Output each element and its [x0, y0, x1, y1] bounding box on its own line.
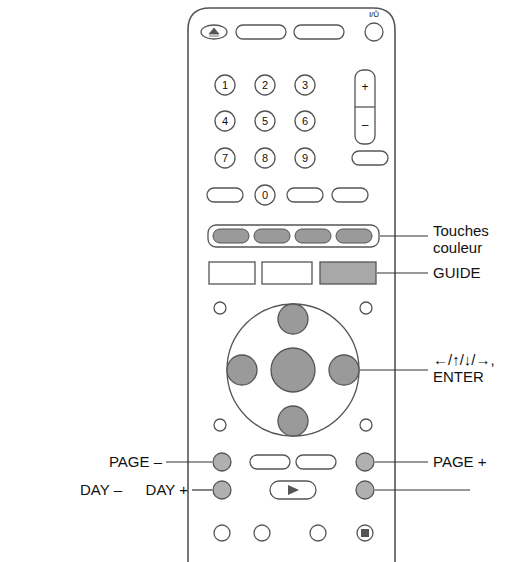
volume-rocker [355, 70, 375, 144]
leader-line [192, 489, 212, 490]
arrow-button [278, 406, 308, 436]
pause-button [254, 525, 270, 541]
stop-icon [361, 529, 369, 537]
oval-button [296, 455, 336, 469]
color-button [254, 229, 290, 243]
small-button [214, 302, 226, 314]
day-plus-button [356, 481, 374, 499]
number-buttons [207, 70, 388, 205]
leader-line [377, 272, 428, 273]
number-button [215, 75, 235, 95]
oval-button [352, 151, 388, 165]
rocker-sign: + [361, 81, 368, 95]
page-minus-button [213, 453, 231, 471]
rocker-divider [355, 106, 375, 107]
number-button [295, 148, 315, 168]
leader-line [375, 461, 428, 462]
number-button [255, 185, 275, 205]
guide-button [320, 262, 376, 284]
callout-label: PAGE – [109, 453, 162, 470]
small-button [360, 419, 372, 431]
enter-button [271, 348, 315, 392]
remote-body [188, 8, 395, 562]
button-digit: 1 [222, 79, 228, 92]
color-button [336, 229, 372, 243]
navigation-pad [214, 302, 372, 436]
day-minus-button [213, 481, 231, 499]
play-icon [288, 485, 299, 495]
callout-label: GUIDE [433, 264, 481, 281]
color-buttons [208, 225, 379, 247]
leader-line [166, 461, 212, 462]
leader-line [375, 489, 470, 490]
button-digit: 8 [262, 152, 268, 165]
joystick-ring [227, 304, 359, 436]
callout-label: DAY + [146, 481, 188, 498]
oval-button [287, 188, 323, 202]
color-button-frame [208, 225, 379, 247]
button-digit: 3 [302, 79, 308, 92]
power-mark: I/Ů [369, 10, 379, 19]
oval-button [207, 188, 243, 202]
button-digit: 7 [222, 152, 228, 165]
number-button [295, 75, 315, 95]
stop-button [357, 525, 373, 541]
rocker-sign: – [362, 119, 369, 133]
menu-button [262, 262, 312, 284]
callout-label: PAGE + [433, 453, 487, 470]
menu-button [209, 262, 255, 284]
button-digit: 5 [262, 115, 268, 128]
leader-line [380, 235, 428, 236]
color-button [213, 229, 249, 243]
transport-buttons [213, 453, 374, 541]
number-button [215, 111, 235, 131]
page-plus-button [356, 453, 374, 471]
button-digit: 9 [302, 152, 308, 165]
eject-button [201, 25, 227, 39]
number-button [255, 111, 275, 131]
eject-icon [209, 28, 219, 36]
small-button [310, 525, 326, 541]
number-button [255, 148, 275, 168]
small-button [214, 525, 230, 541]
number-button [215, 148, 235, 168]
leader-lines [166, 236, 470, 490]
power-button [365, 23, 383, 41]
color-button [295, 229, 331, 243]
top-buttons [201, 23, 383, 41]
leader-line [360, 369, 428, 370]
number-button [255, 75, 275, 95]
arrow-button [227, 355, 257, 385]
small-button [214, 419, 226, 431]
remote-outline [188, 8, 395, 562]
button-digit: 4 [222, 115, 228, 128]
button-digit: 0 [262, 189, 268, 202]
small-button [360, 302, 372, 314]
callout-label: ←/↑/↓/→, ENTER [433, 351, 517, 386]
button-digit: 6 [302, 115, 308, 128]
button-digit: 2 [262, 79, 268, 92]
callout-label: DAY – [80, 481, 122, 498]
oval-button [250, 455, 290, 469]
number-button [295, 111, 315, 131]
menu-buttons [209, 262, 376, 284]
play-button [270, 481, 316, 499]
oval-button [332, 188, 368, 202]
oval-button [236, 25, 286, 39]
oval-button [294, 25, 344, 39]
arrow-button [329, 355, 359, 385]
arrow-button [278, 304, 308, 334]
callout-label: Touches couleur [433, 222, 521, 257]
